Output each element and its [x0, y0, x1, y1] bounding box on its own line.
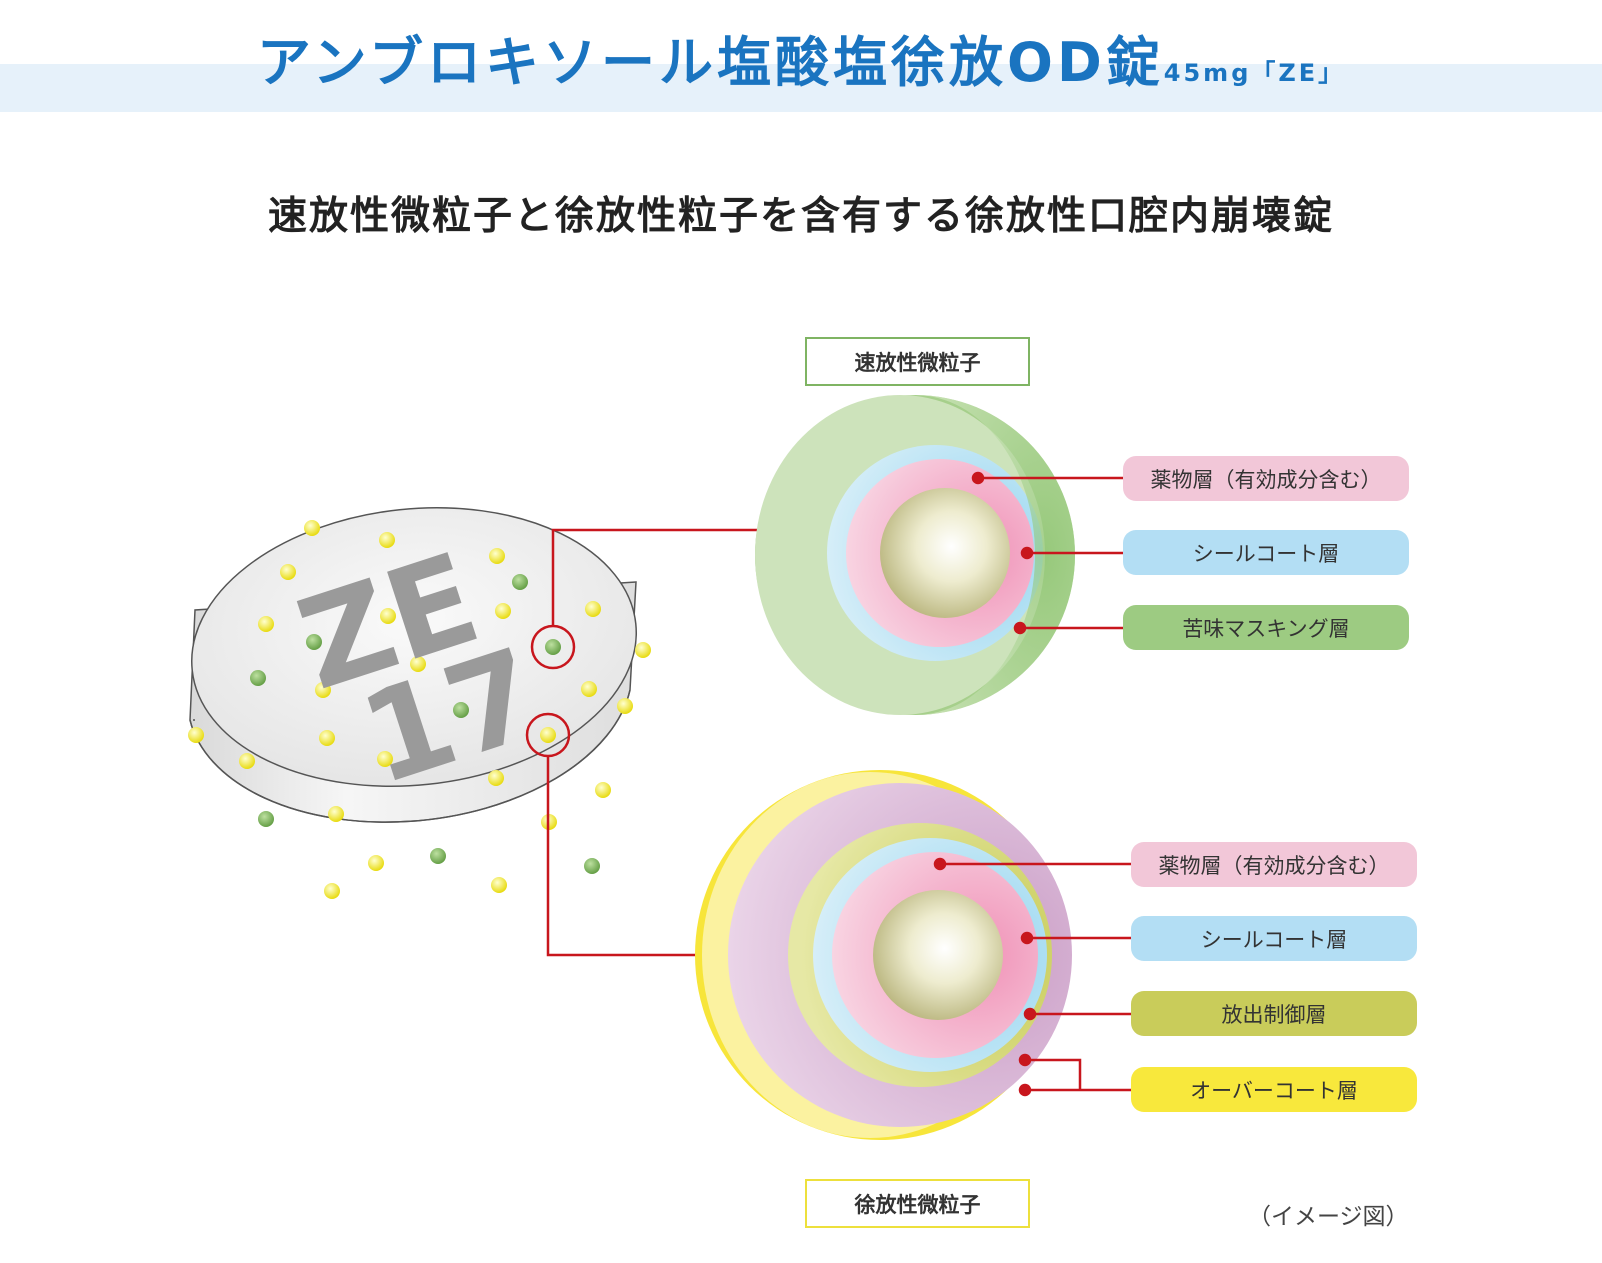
- slow-release-dot: [324, 883, 340, 899]
- slow-release-dot: [489, 548, 505, 564]
- slow-layer-drug-label: 薬物層（有効成分含む）: [1131, 842, 1417, 887]
- slow-release-dot: [495, 603, 511, 619]
- slow-particle-label: 徐放性微粒子: [805, 1179, 1030, 1228]
- slow-release-dot: [585, 601, 601, 617]
- slow-release-dot: [258, 616, 274, 632]
- fast-release-dot: [250, 670, 266, 686]
- slow-release-dot: [635, 642, 651, 658]
- slow-release-dot: [304, 520, 320, 536]
- slow-release-dot: [581, 681, 597, 697]
- fast-release-dot: [258, 811, 274, 827]
- image-caption: （イメージ図）: [1248, 1197, 1409, 1231]
- fast-particle-label: 速放性微粒子: [805, 337, 1030, 386]
- slow-release-dot: [491, 877, 507, 893]
- slow-release-dot: [617, 698, 633, 714]
- slow-release-dot: [239, 753, 255, 769]
- fast-release-dot: [545, 639, 561, 655]
- tablet: ZE 17: [178, 486, 651, 899]
- fast-layer-seal-label: シールコート層: [1123, 530, 1409, 575]
- slow-release-dot: [595, 782, 611, 798]
- slow-layer-release-label: 放出制御層: [1131, 991, 1417, 1036]
- fast-release-dot: [512, 574, 528, 590]
- slow-layer-overcoat-label: オーバーコート層: [1131, 1067, 1417, 1112]
- fast-release-dot: [430, 848, 446, 864]
- fast-release-dot: [584, 858, 600, 874]
- fast-layer-masking-label: 苦味マスキング層: [1123, 605, 1409, 650]
- slow-release-dot: [328, 806, 344, 822]
- fast-layer-drug-label: 薬物層（有効成分含む）: [1123, 456, 1409, 501]
- slow-particle-cross-section: [695, 770, 1072, 1140]
- slow-release-dot: [188, 727, 204, 743]
- core: [880, 488, 1010, 618]
- slow-release-dot: [319, 730, 335, 746]
- slow-layer-seal-label: シールコート層: [1131, 916, 1417, 961]
- core-slow: [873, 890, 1003, 1020]
- slow-release-dot: [368, 855, 384, 871]
